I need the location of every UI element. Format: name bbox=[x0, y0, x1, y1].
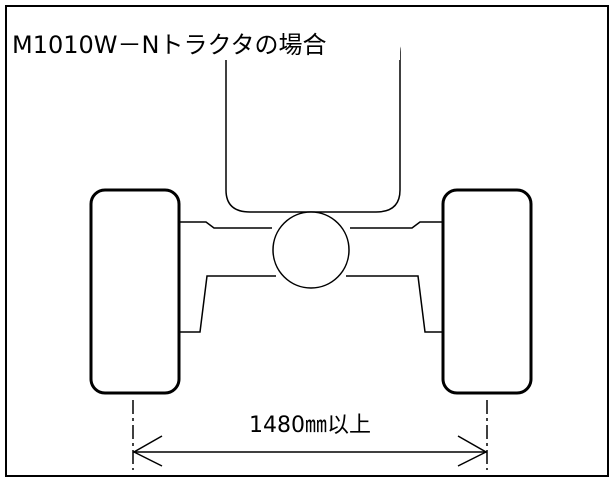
diagram-frame bbox=[5, 5, 609, 477]
left-wheel bbox=[89, 188, 181, 395]
dimension-arrow-right bbox=[457, 435, 488, 467]
axle-upper-left bbox=[180, 221, 272, 229]
diagram-title: M1010W－Nトラクタの場合 bbox=[12, 31, 327, 59]
title-background bbox=[8, 24, 400, 60]
tractor-body bbox=[225, 33, 401, 213]
track-width-label: 1480㎜以上 bbox=[249, 413, 371, 438]
axle-lower-left bbox=[180, 275, 276, 333]
axle-upper-right bbox=[350, 221, 443, 229]
axle-lower-right bbox=[346, 275, 443, 333]
right-wheel bbox=[441, 188, 533, 395]
dimension-arrow-left bbox=[132, 435, 163, 467]
differential-housing bbox=[272, 211, 350, 289]
